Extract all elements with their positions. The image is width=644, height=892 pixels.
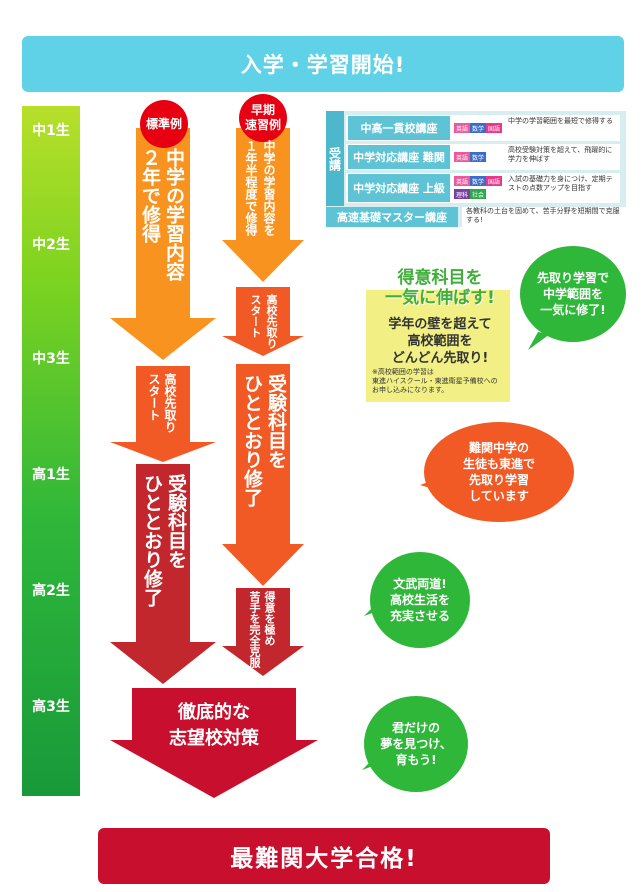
final-block-line1: 徹底的な xyxy=(178,702,250,723)
grade-label: 中3生 xyxy=(32,351,70,367)
fast-arrow-4-text: 得意を極め 苦手を完全克服 xyxy=(248,591,276,668)
subject-tag: 理科 xyxy=(454,189,470,199)
top-banner: 入学・学習開始! xyxy=(22,36,624,92)
grade-timeline: 中1生 中2生 中3生 高1生 高2生 高3生 xyxy=(22,106,80,796)
callout-headline-1: 得意科目を xyxy=(397,268,483,288)
grade-label: 高1生 xyxy=(32,467,70,483)
fast-arrow-1-text: 中学の学習内容を １年半程度で修得 xyxy=(244,140,276,236)
standard-track-badge: 標準例 xyxy=(140,100,188,148)
speech-bubble: 文武両道! 高校生活を 充実させる xyxy=(370,552,470,648)
subject-tag: 社会 xyxy=(470,189,486,199)
subject-tag: 英語 xyxy=(454,176,470,186)
grade-label: 高3生 xyxy=(32,699,70,715)
subject-tag: 英語 xyxy=(454,152,470,162)
course-desc: 高校受験対策を超えて、飛躍的に学力を伸ばす xyxy=(508,146,613,164)
fast-arrow-2 xyxy=(222,287,304,356)
master-course-desc: 各教科の土台を固めて、苦手分野を短期間で克服する! xyxy=(462,207,626,227)
standard-arrow-3 xyxy=(110,464,216,684)
subject-tag: 国語 xyxy=(486,176,502,186)
course-desc: 中学の学習範囲を最短で修得する xyxy=(508,117,613,125)
fast-arrow-3-text: 受験科目を ひととおり修了 xyxy=(241,374,287,507)
grade-label: 中1生 xyxy=(32,123,70,139)
fast-arrow-2-text: 高校先取り スタート xyxy=(249,294,278,349)
callout-headline: 得意科目を 一気に伸ばす! xyxy=(370,268,510,308)
course-name: 中高一貫校講座 xyxy=(348,116,450,140)
standard-arrow-1 xyxy=(110,128,216,360)
grade-label: 高2生 xyxy=(32,583,70,599)
standard-arrow-3-text: 受験科目を ひととおり修了 xyxy=(141,474,187,607)
master-course-name: 高速基礎マスター講座 xyxy=(326,207,458,227)
fast-arrow-4 xyxy=(222,588,304,676)
subject-tag: 国語 xyxy=(486,123,502,133)
course-name: 中学対応講座 上級 xyxy=(348,174,450,202)
fast-arrow-3 xyxy=(222,364,304,586)
course-row: 中学対応講座 難関 英語 数学 高校受験対策を超えて、飛躍的に学力を伸ばす xyxy=(346,144,620,170)
final-block-line2: 志望校対策 xyxy=(169,728,259,749)
subject-tag: 数学 xyxy=(470,152,486,162)
callout-note: ※高校範囲の学習は 東進ハイスクール・東進衛星予備校への お申し込みになります。 xyxy=(372,368,498,394)
speech-bubble: 難関中学の 生徒も東進で 先取り学習 しています xyxy=(424,422,574,522)
callout-body: 学年の壁を超えて 高校範囲を どんどん先取り! xyxy=(388,317,492,366)
speech-bubble: 先取り学習で 中学範囲を 一気に修了! xyxy=(520,246,626,342)
callout-headline-2: 一気に伸ばす! xyxy=(385,288,495,308)
course-name: 中学対応講座 難関 xyxy=(348,145,450,169)
course-row: 中学対応講座 上級 英語 数学 国語 理科 社会 入試の基礎力を身につけ、定期テ… xyxy=(346,173,620,203)
final-block-text: 徹底的な 志望校対策 xyxy=(132,700,296,752)
course-side-label: 受講 xyxy=(326,111,344,206)
grade-label: 中2生 xyxy=(32,237,70,253)
subject-tag: 数学 xyxy=(470,123,486,133)
fast-arrow-1 xyxy=(222,128,304,282)
subject-tag: 数学 xyxy=(470,176,486,186)
advance-callout xyxy=(366,290,510,402)
bottom-banner: 最難関大学合格! xyxy=(98,828,550,884)
speech-bubble: 君だけの 夢を見つけ、 育もう! xyxy=(364,696,468,792)
subject-tag: 英語 xyxy=(454,123,470,133)
fast-track-badge: 早期 速習例 xyxy=(239,94,287,142)
standard-arrow-1-text: 中学の学習内容 ２年で修得 xyxy=(139,148,185,281)
standard-arrow-2-text: 高校先取り スタート xyxy=(147,373,177,433)
course-row: 中高一貫校講座 英語 数学 国語 中学の学習範囲を最短で修得する xyxy=(346,115,620,141)
final-arrow xyxy=(110,688,318,798)
standard-arrow-2 xyxy=(110,366,216,462)
course-desc: 入試の基礎力を身につけ、定期テストの点数アップを目指す xyxy=(508,175,613,193)
